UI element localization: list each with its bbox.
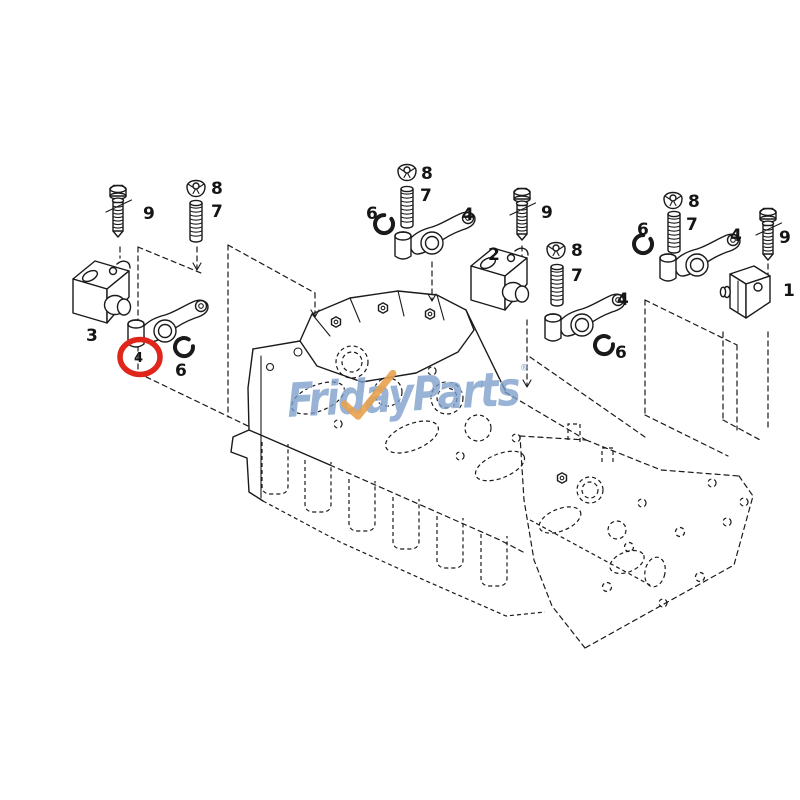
callout-left-6: 6: [175, 361, 187, 381]
callout-left-3: 3: [86, 326, 98, 346]
valve-cap-screw-9: [509, 187, 537, 241]
callout-labels: 9 8 7 3 4 6 6 8 7 4 2 9 8 7 4 6 8 7 6 4 …: [86, 164, 795, 381]
projection-panels: [137, 244, 738, 457]
leader-lines: [119, 245, 769, 442]
lock-nut-8: [186, 179, 206, 198]
adjusting-screw-7: [400, 185, 414, 229]
callout-mid-4: 4: [617, 290, 629, 310]
callout-right-8: 8: [688, 192, 700, 212]
callout-mid-2: 2: [488, 245, 500, 265]
lock-nut-8: [397, 163, 417, 182]
adjusting-screw-7: [189, 199, 203, 243]
callout-mid-8: 8: [571, 241, 583, 261]
callout-left-8: 8: [211, 179, 223, 199]
adjusting-screw-7: [667, 210, 681, 254]
adjusting-screw-7: [550, 263, 564, 307]
callout-mid-6: 6: [615, 343, 627, 363]
callout-left-9: 9: [143, 204, 155, 224]
watermark-text: FridayParts: [286, 362, 521, 429]
watermark-registered-mark: ®: [520, 363, 530, 373]
snap-ring-6: [171, 334, 197, 360]
callout-left-7: 7: [211, 202, 223, 222]
valve-cap-screw-9: [755, 207, 783, 261]
callout-left-4-highlighted: 4: [134, 351, 143, 366]
end-bracket-1: [719, 265, 771, 319]
callout-right-6: 6: [637, 220, 649, 240]
callout-mid-9: 9: [541, 203, 553, 223]
rocker-bracket-3: [72, 260, 132, 324]
valve-cap-screw-9: [105, 184, 133, 238]
lock-nut-8: [663, 191, 683, 210]
watermark: FridayParts ®: [285, 361, 530, 429]
callout-right-1: 1: [783, 281, 795, 301]
callout-midleft-4: 4: [462, 205, 474, 225]
cylinder-head-drawing: [230, 290, 754, 649]
snap-ring-6: [591, 332, 617, 358]
callout-right-7: 7: [686, 215, 698, 235]
callout-mid-7: 7: [571, 266, 583, 286]
highlight-circle: [117, 336, 163, 378]
callout-midleft-6: 6: [366, 204, 378, 224]
rocker-group-right: [629, 191, 783, 319]
callout-right-4: 4: [730, 226, 742, 246]
watermark-check-icon: [340, 369, 397, 420]
callout-midleft-7: 7: [420, 186, 432, 206]
callout-midleft-8: 8: [421, 164, 433, 184]
lock-nut-8: [546, 241, 566, 260]
callout-right-9: 9: [779, 228, 791, 248]
